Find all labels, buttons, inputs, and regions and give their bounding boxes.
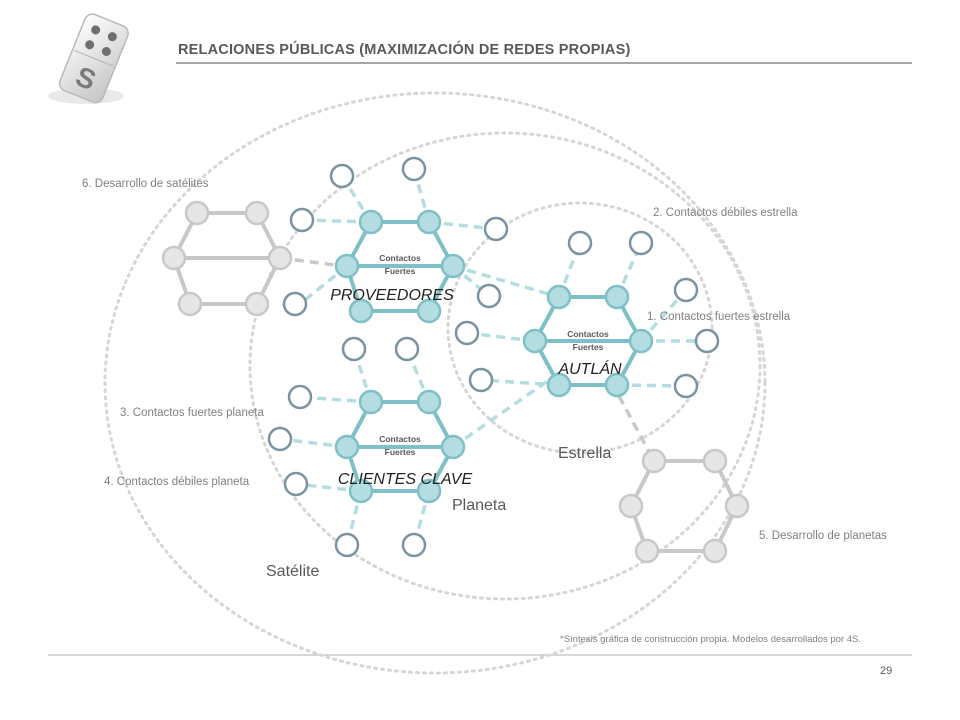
clientes-inner-line1: Contactos xyxy=(379,434,421,444)
proveedores-inner-line2: Fuertes xyxy=(385,266,416,276)
satellite-orbit xyxy=(103,91,767,675)
planet-development-cluster xyxy=(610,382,750,564)
page-title: RELACIONES PÚBLICAS (MAXIMIZACIÓN DE RED… xyxy=(178,42,631,58)
label-contactos-debiles-planeta: 4. Contactos débiles planeta xyxy=(104,476,250,488)
autlan-inner-line1: Contactos xyxy=(567,329,609,339)
orbits xyxy=(103,91,767,675)
zone-label-satelite: Satélite xyxy=(266,563,319,580)
clientes-clave-hub: Contactos Fuertes CLIENTES CLAVE xyxy=(267,336,473,558)
dice-logo-icon: S xyxy=(48,13,129,104)
satellite-development-cluster xyxy=(161,200,336,317)
label-contactos-fuertes-estrella: 1. Contactos fuertes estrella xyxy=(647,311,791,323)
autlan-hub: Contactos Fuertes AUTLÁN xyxy=(454,230,720,399)
label-desarrollo-planetas: 5. Desarrollo de planetas xyxy=(759,530,887,542)
planet-orbit xyxy=(248,131,762,601)
page-number: 29 xyxy=(880,665,893,677)
star-orbit xyxy=(446,201,714,455)
clientes-inner-line2: Fuertes xyxy=(385,447,416,457)
proveedores-name: PROVEEDORES xyxy=(330,287,454,304)
zone-label-estrella: Estrella xyxy=(558,445,611,462)
label-desarrollo-satelites: 6. Desarrollo de satélites xyxy=(82,178,209,190)
autlan-name: AUTLÁN xyxy=(557,359,622,378)
zone-label-planeta: Planeta xyxy=(452,497,506,514)
clientes-name: CLIENTES CLAVE xyxy=(338,471,473,488)
proveedores-inner-line1: Contactos xyxy=(379,253,421,263)
proveedores-hub: Contactos Fuertes PROVEEDORES xyxy=(282,156,509,324)
label-contactos-fuertes-planeta: 3. Contactos fuertes planeta xyxy=(120,407,264,419)
label-contactos-debiles-estrella: 2. Contactos débiles estrella xyxy=(653,207,798,219)
autlan-inner-line2: Fuertes xyxy=(573,342,604,352)
footnote: *Síntesis gráfica de construcción propia… xyxy=(560,634,861,645)
